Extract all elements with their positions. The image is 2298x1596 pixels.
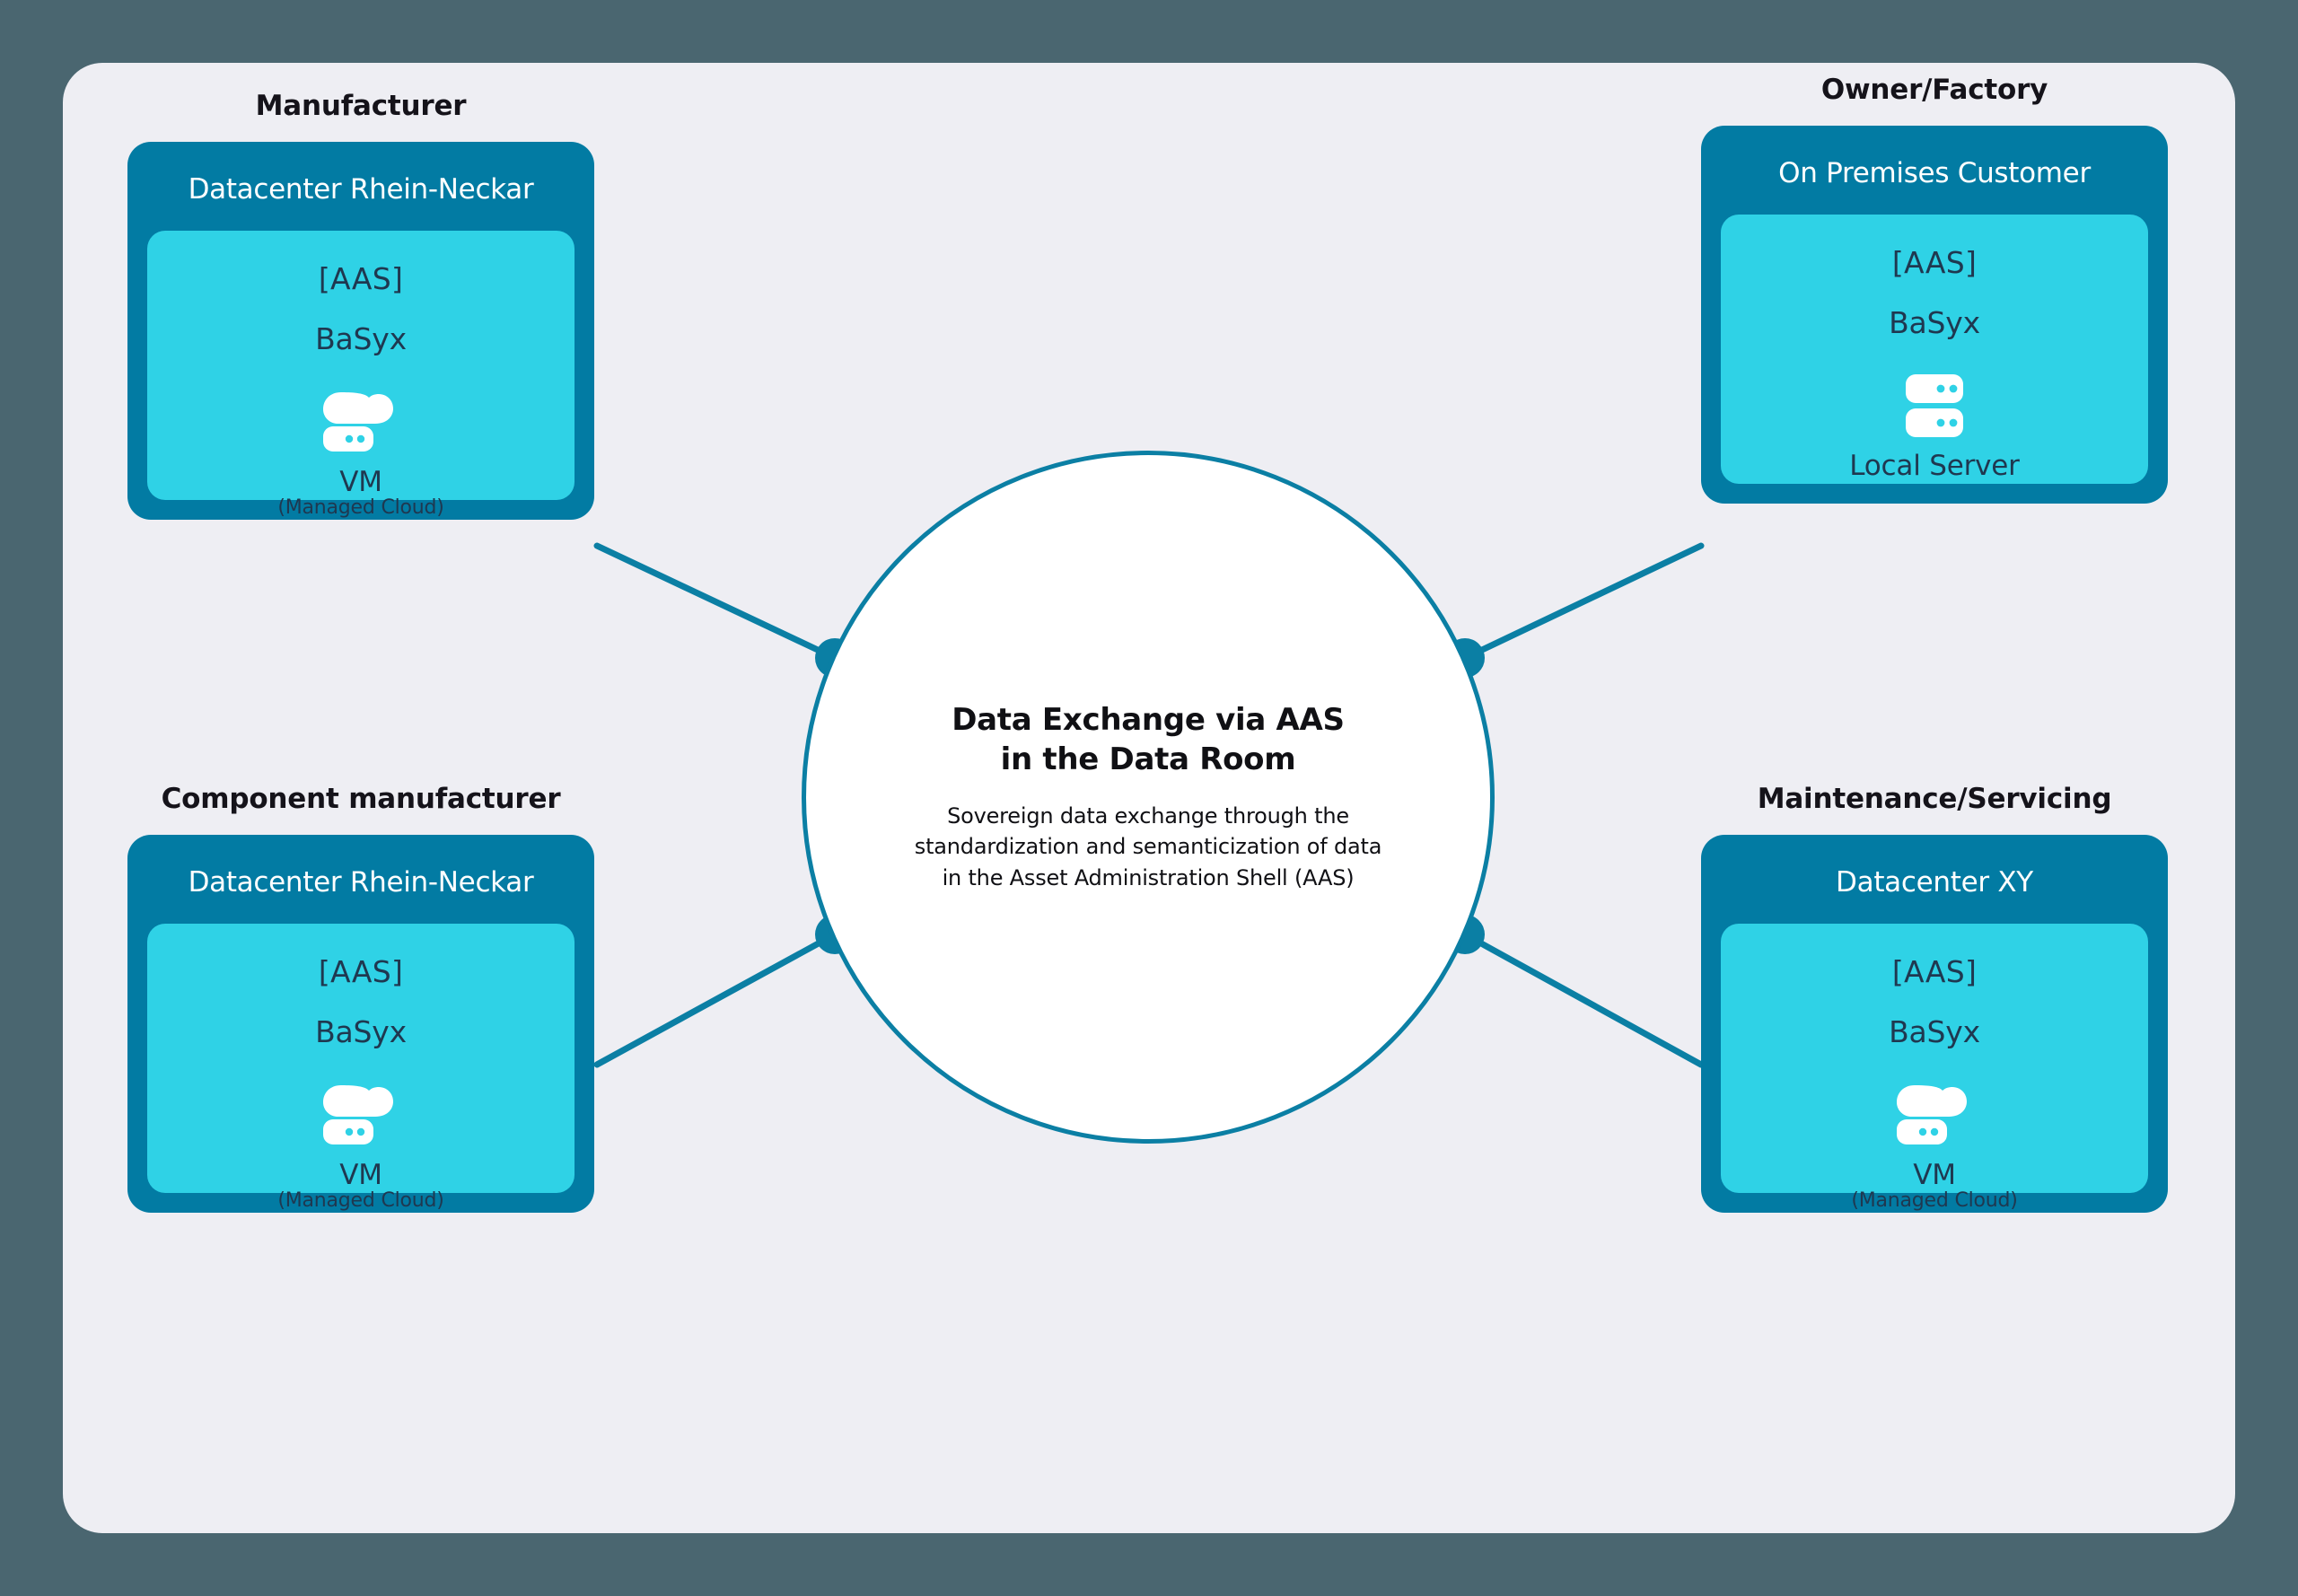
server-rack-icon xyxy=(1902,371,1967,441)
card-manufacturer[interactable]: Datacenter Rhein-Neckar [AAS] BaSyx VM (… xyxy=(127,142,594,520)
aas-label: [AAS] xyxy=(1891,245,1978,280)
quadrant-title-maintenance-servicing: Maintenance/Servicing xyxy=(1757,783,2112,815)
data-room-hub: Data Exchange via AAS in the Data Room S… xyxy=(802,451,1495,1144)
card-maintenance-servicing[interactable]: Datacenter XY [AAS] BaSyx VM (Managed Cl… xyxy=(1701,835,2168,1213)
quadrant-owner-factory: Owner/Factory On Premises Customer [AAS]… xyxy=(1701,74,2168,504)
quadrant-component-manufacturer: Component manufacturer Datacenter Rhein-… xyxy=(127,783,594,1213)
hub-title: Data Exchange via AAS in the Data Room xyxy=(952,702,1345,777)
aas-box-manufacturer: [AAS] BaSyx VM (Managed Cloud) xyxy=(147,231,574,519)
node-sublabel: (Managed Cloud) xyxy=(1851,1189,2018,1212)
platform-label: BaSyx xyxy=(315,1014,407,1049)
vm-cloud-icon xyxy=(1893,1080,1976,1150)
node-label: VM xyxy=(339,466,382,498)
aas-label: [AAS] xyxy=(318,954,404,989)
card-component-manufacturer[interactable]: Datacenter Rhein-Neckar [AAS] BaSyx VM (… xyxy=(127,835,594,1213)
quadrant-title-manufacturer: Manufacturer xyxy=(255,90,467,122)
node-label: VM xyxy=(1913,1159,1956,1191)
vm-cloud-icon xyxy=(320,1080,402,1150)
node-sublabel: (Managed Cloud) xyxy=(277,1189,444,1212)
aas-label: [AAS] xyxy=(318,261,404,296)
quadrant-maintenance-servicing: Maintenance/Servicing Datacenter XY [AAS… xyxy=(1701,783,2168,1213)
aas-label: [AAS] xyxy=(1891,954,1978,989)
quadrant-title-owner-factory: Owner/Factory xyxy=(1820,74,2048,106)
quadrant-manufacturer: Manufacturer Datacenter Rhein-Neckar [AA… xyxy=(127,90,594,520)
card-title-maintenance-servicing: Datacenter XY xyxy=(1836,866,2033,899)
card-owner-factory[interactable]: On Premises Customer [AAS] BaSyx Local S… xyxy=(1701,126,2168,504)
platform-label: BaSyx xyxy=(1889,1014,1980,1049)
vm-cloud-icon xyxy=(320,387,402,457)
node-label: VM xyxy=(339,1159,382,1191)
node-sublabel: (Managed Cloud) xyxy=(277,496,444,519)
node-label: Local Server xyxy=(1849,450,2020,482)
card-title-component-manufacturer: Datacenter Rhein-Neckar xyxy=(188,866,534,899)
card-title-owner-factory: On Premises Customer xyxy=(1778,157,2091,189)
hub-subtitle: Sovereign data exchange through the stan… xyxy=(914,803,1382,890)
card-title-manufacturer: Datacenter Rhein-Neckar xyxy=(188,173,534,206)
platform-label: BaSyx xyxy=(315,321,407,356)
aas-box-owner-factory: [AAS] BaSyx Local Server xyxy=(1721,215,2148,484)
aas-box-maintenance-servicing: [AAS] BaSyx VM (Managed Cloud) xyxy=(1721,924,2148,1212)
aas-box-component-manufacturer: [AAS] BaSyx VM (Managed Cloud) xyxy=(147,924,574,1212)
platform-label: BaSyx xyxy=(1889,305,1980,340)
quadrant-title-component-manufacturer: Component manufacturer xyxy=(161,783,561,815)
